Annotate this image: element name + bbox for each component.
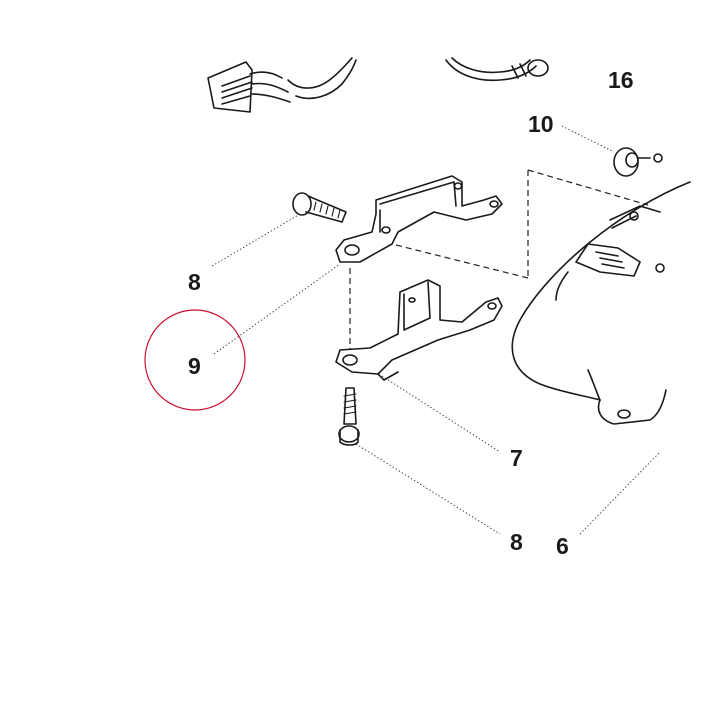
part-7-cover: [335, 279, 503, 381]
callout-10: 10: [528, 111, 554, 137]
callout-7: 7: [510, 445, 523, 471]
callout-8-bottom: 8: [510, 529, 523, 555]
part-8-screw-top: [292, 192, 347, 223]
part-6-housing: [511, 181, 691, 425]
callout-6: 6: [556, 533, 569, 559]
callout-8-top: 8: [188, 269, 201, 295]
hose-grommet: [445, 57, 549, 82]
leader-lines: [211, 125, 661, 535]
part-9-bracket: [335, 175, 503, 263]
dashed-guides: [349, 169, 649, 350]
part-8-screw-bottom: [338, 387, 360, 446]
part-10-spacer: [613, 147, 663, 177]
callout-16: 16: [608, 67, 634, 93]
highlight-circle: [144, 309, 246, 411]
cable-connector: [207, 57, 357, 113]
callout-9: 9: [188, 353, 201, 379]
